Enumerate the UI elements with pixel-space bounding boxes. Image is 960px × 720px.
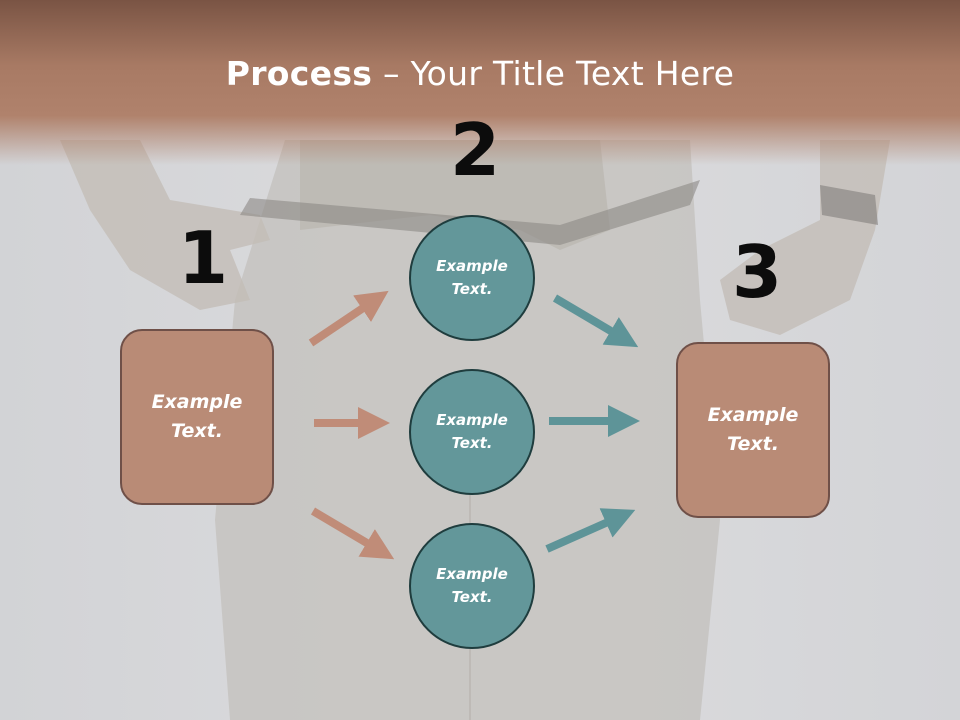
arrow-bottom-to-3 xyxy=(545,508,636,553)
step3-label: Example Text. xyxy=(707,404,799,455)
arrow-1-to-top xyxy=(308,290,389,347)
title-rest: – Your Title Text Here xyxy=(372,54,735,93)
step2-bottom-label: Example Text. xyxy=(436,565,508,606)
arrow-top-to-3 xyxy=(552,294,639,348)
title-bold: Process xyxy=(225,54,373,93)
step2-top-label: Example Text. xyxy=(436,257,508,298)
step-number-3: 3 xyxy=(732,230,783,314)
slide-title: Process – Your Title Text Here xyxy=(0,54,960,93)
step1-box[interactable]: Example Text. xyxy=(120,329,274,505)
step2-circle-middle[interactable]: Example Text. xyxy=(409,369,535,495)
header-band xyxy=(0,0,960,165)
step-number-1: 1 xyxy=(178,216,229,300)
step2-middle-label: Example Text. xyxy=(436,411,508,452)
step3-box[interactable]: Example Text. xyxy=(676,342,830,518)
step1-label: Example Text. xyxy=(151,391,243,442)
step2-circle-top[interactable]: Example Text. xyxy=(409,215,535,341)
arrow-1-to-bottom xyxy=(310,507,395,560)
step-number-2: 2 xyxy=(450,108,501,192)
step2-circle-bottom[interactable]: Example Text. xyxy=(409,523,535,649)
